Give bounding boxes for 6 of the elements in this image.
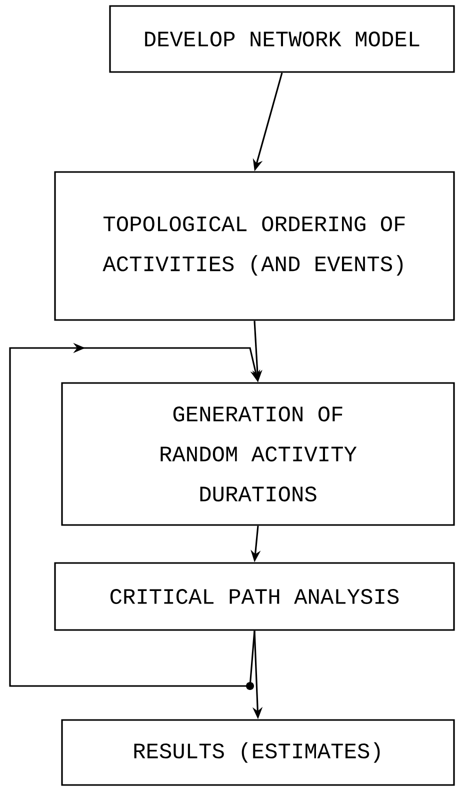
process-box: CRITICAL PATH ANALYSIS (54, 562, 455, 631)
process-box: RESULTS (ESTIMATES) (61, 719, 455, 786)
arrow (9, 342, 260, 687)
process-box: TOPOLOGICAL ORDERING OF ACTIVITIES (AND EVENTS) (54, 171, 455, 321)
process-box: GENERATION OF RANDOM ACTIVITY DURATIONS (61, 382, 455, 526)
process-box: DEVELOP NETWORK MODEL (109, 5, 455, 73)
